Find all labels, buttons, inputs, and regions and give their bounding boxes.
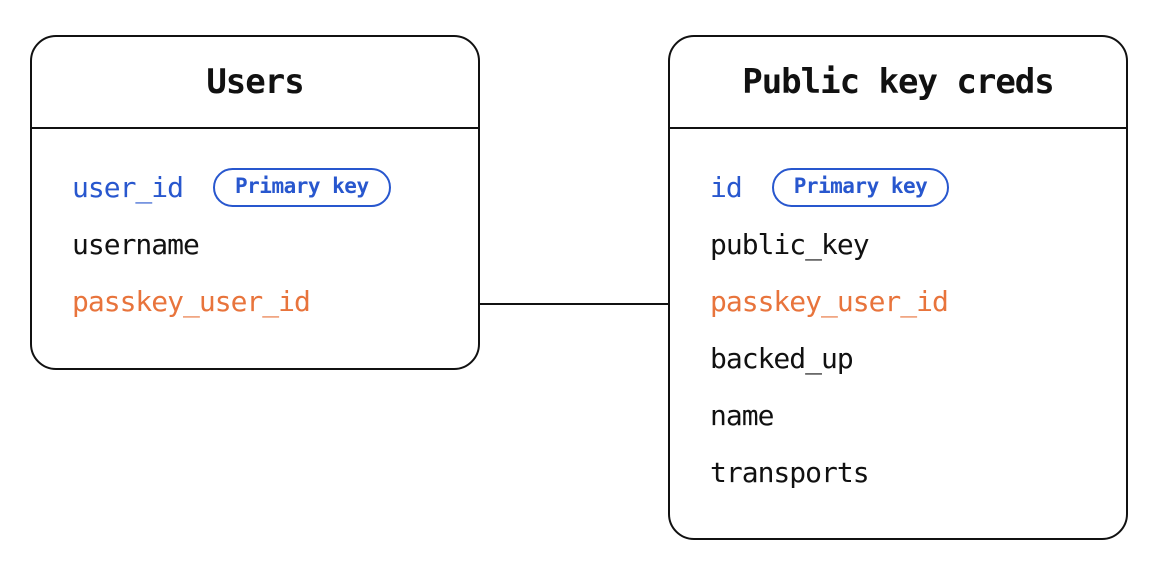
field-name-backed-up: backed_up xyxy=(710,342,854,375)
field-row-username: username xyxy=(72,216,478,273)
table-public-key-creds-fields: id Primary key public_key passkey_user_i… xyxy=(670,129,1126,501)
table-users-header: Users xyxy=(32,37,478,129)
field-row-passkey-user-id: passkey_user_id xyxy=(72,273,478,330)
field-name-public-key: public_key xyxy=(710,228,870,261)
field-name-passkey-user-id: passkey_user_id xyxy=(710,285,949,318)
primary-key-badge: Primary key xyxy=(213,168,391,207)
field-row-name: name xyxy=(710,387,1126,444)
field-row-public-key: public_key xyxy=(710,216,1126,273)
field-name-transports: transports xyxy=(710,456,870,489)
field-name-id: id xyxy=(710,171,743,204)
field-row-backed-up: backed_up xyxy=(710,330,1126,387)
relationship-line xyxy=(478,303,670,305)
table-users-title: Users xyxy=(206,62,304,102)
primary-key-badge: Primary key xyxy=(771,168,950,207)
field-row-user-id: user_id Primary key xyxy=(72,159,478,216)
field-name-name: name xyxy=(710,399,774,432)
table-public-key-creds-title: Public key creds xyxy=(742,62,1055,102)
field-name-user-id: user_id xyxy=(72,171,184,204)
field-name-username: username xyxy=(72,228,200,261)
field-row-passkey-user-id: passkey_user_id xyxy=(710,273,1126,330)
table-public-key-creds-header: Public key creds xyxy=(670,37,1126,129)
table-public-key-creds: Public key creds id Primary key public_k… xyxy=(668,35,1128,540)
table-users: Users user_id Primary key username passk… xyxy=(30,35,480,370)
field-name-passkey-user-id: passkey_user_id xyxy=(72,285,311,318)
field-row-id: id Primary key xyxy=(710,159,1126,216)
table-users-fields: user_id Primary key username passkey_use… xyxy=(32,129,478,330)
field-row-transports: transports xyxy=(710,444,1126,501)
